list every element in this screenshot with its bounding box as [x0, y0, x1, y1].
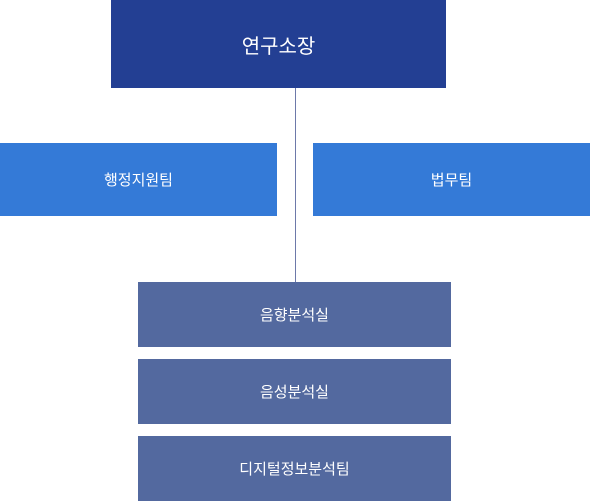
admin-support-team-label: 행정지원팀	[103, 171, 173, 189]
digital-information-analysis-team-label: 디지털정보분석팀	[239, 460, 350, 478]
acoustic-analysis-lab-box: 음향분석실	[138, 282, 451, 347]
legal-team-box: 법무팀	[313, 143, 590, 216]
admin-support-team-box: 행정지원팀	[0, 143, 277, 216]
legal-team-label: 법무팀	[430, 171, 473, 189]
digital-information-analysis-team-box: 디지털정보분석팀	[138, 436, 451, 501]
vertical-connector-line	[295, 88, 296, 282]
voice-analysis-lab-label: 음성분석실	[259, 383, 329, 401]
director-box: 연구소장	[111, 0, 446, 88]
voice-analysis-lab-box: 음성분석실	[138, 359, 451, 424]
acoustic-analysis-lab-label: 음향분석실	[259, 306, 329, 324]
director-label: 연구소장	[241, 33, 316, 58]
